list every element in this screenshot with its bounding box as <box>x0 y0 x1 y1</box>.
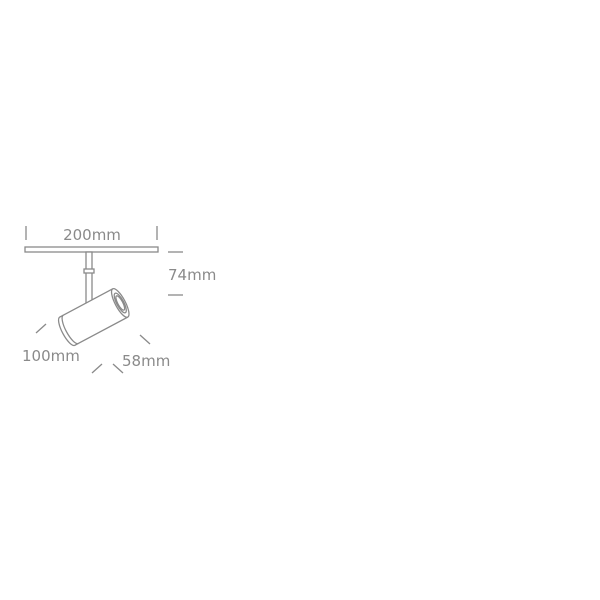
diameter-label: 58mm <box>122 352 170 370</box>
diameter-tick-bottom <box>112 363 124 374</box>
width-label: 200mm <box>63 226 121 244</box>
stem <box>85 251 93 307</box>
length-tick-left <box>35 323 47 334</box>
length-label: 100mm <box>22 347 80 365</box>
spot-head <box>57 288 130 347</box>
stem-joint <box>83 268 95 274</box>
diameter-tick-top <box>139 334 151 345</box>
length-tick-right <box>91 363 103 374</box>
height-label: 74mm <box>168 266 216 284</box>
track-adapter-bar <box>24 246 159 253</box>
